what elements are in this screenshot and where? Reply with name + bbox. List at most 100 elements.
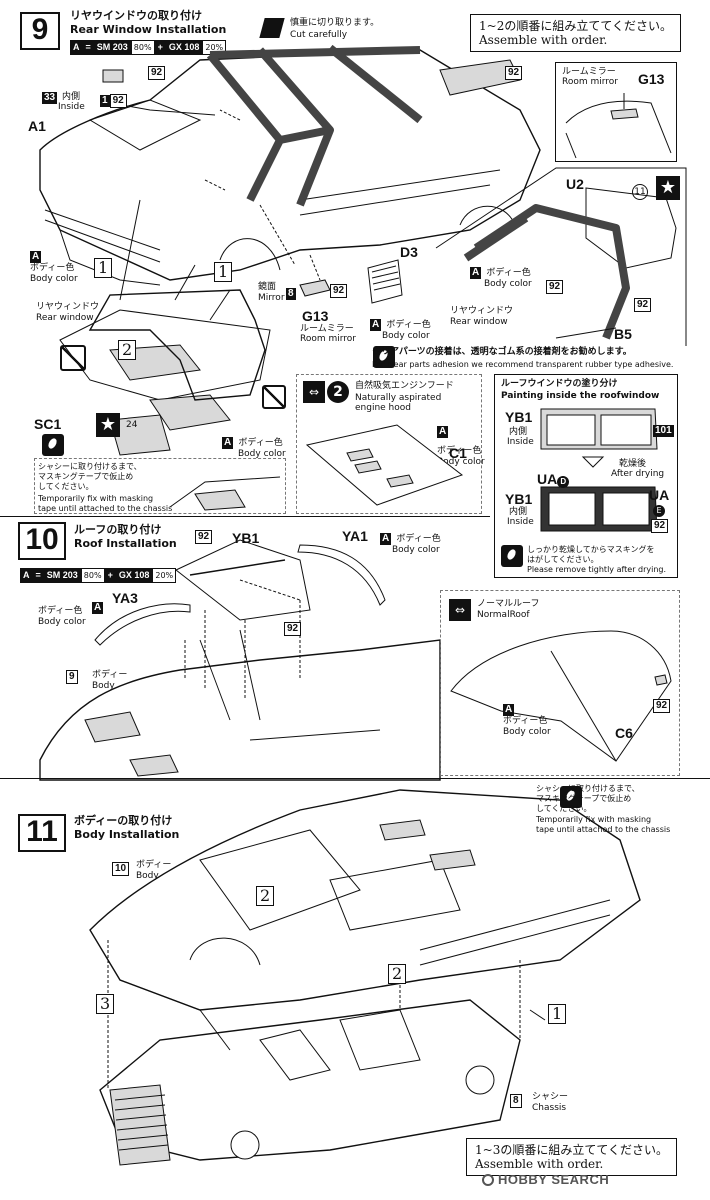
body-ref-9: 9	[66, 670, 78, 684]
u2-rear-window-en: Rear window	[450, 317, 508, 327]
step-ref-11-1: 1	[548, 1004, 567, 1024]
ya3-body-color-a: A	[92, 602, 104, 614]
masking-note-9-ja3: してください。	[38, 482, 94, 491]
masking-note-11-ja2: マスキングテープで仮止め	[536, 794, 632, 803]
order-11-en: Assemble with order.	[475, 1157, 604, 1171]
step-ref-1-right: 1	[214, 262, 233, 282]
step-10-paint-formula: A = SM 203 80% + GX 108 20%	[20, 568, 177, 583]
n92-badge-10-top: 92	[195, 530, 213, 544]
roof-paint-101: 101	[653, 425, 674, 437]
step-10-number: 10	[18, 522, 66, 560]
roof-paint-92: 92	[651, 519, 669, 533]
ya3-body-color-en: Body color	[38, 617, 86, 627]
body-ref-10-ja: ボディー	[136, 860, 172, 870]
order-11-ja: 1~3の順番に組み立ててください。	[475, 1143, 668, 1157]
hood-sketch	[305, 424, 464, 506]
normal-roof-inset: ⇔ ノーマルルーフ NormalRoof A ボディー色 Body color …	[440, 590, 680, 776]
roof-paint-dry-en: After drying	[611, 469, 665, 479]
masking-note-11-ja1: シャシーに取り付けるまで、	[536, 784, 640, 793]
part-ya1: YA1	[342, 528, 368, 544]
formula-color1: SM 203	[93, 40, 131, 55]
n8-badge: 8	[286, 288, 296, 300]
normal-roof-sketch	[450, 630, 672, 762]
room-mirror-inset-part: G13	[638, 71, 665, 87]
roof-paint-brush-icon	[501, 545, 523, 567]
mirror-label-en: Mirror	[258, 293, 285, 303]
part-g13: G13	[302, 308, 329, 324]
room-mirror-inset-sketch	[565, 93, 672, 159]
roof-paint-note-ja1: しっかり乾燥してからマスキングを	[527, 545, 655, 554]
room-mirror-inset-en: Room mirror	[562, 77, 619, 87]
masking-note-9-en1: Temporarily fix with masking	[38, 494, 154, 503]
part-ya3: YA3	[112, 590, 138, 606]
step-ref-11-2a: 2	[256, 886, 275, 906]
clear-parts-note-ja: クリアパーツの接着は、透明なゴム系の接着剤をお勧めします。	[372, 347, 632, 357]
masking-icon-11	[560, 786, 583, 808]
room-mirror-label-en: Room mirror	[300, 334, 357, 344]
sc1-body-color: A ボディー色 Body color	[222, 437, 286, 459]
d3-body-color: A ボディー色 Body color	[370, 319, 431, 341]
step-11-title-en: Body Installation	[74, 828, 180, 841]
normal-roof-body-color: A ボディー色 Body color	[503, 704, 551, 737]
clear-parts-note-en: For clear parts adhesion we recommend tr…	[372, 360, 674, 369]
roof-paint-note-en: Please remove tightly after drying.	[527, 565, 667, 574]
part-a1: A1	[28, 118, 46, 134]
formula-color2: GX 108	[165, 40, 203, 55]
u2-inset: U2 11 ★ A ボディー色 Body color 92 92 リヤウィンドウ…	[435, 167, 687, 346]
mirror-label-ja: 鏡面	[258, 282, 277, 292]
order-ja: 1~2の順番に組み立ててください。	[479, 19, 672, 33]
part-yb1: YB1	[232, 530, 260, 546]
body-ref-10: 10	[112, 862, 130, 876]
paint-brush-icon-sc1	[42, 434, 64, 456]
body-ref-10-en: Body	[136, 871, 159, 881]
step-11-title-ja: ボディーの取り付け	[74, 814, 173, 827]
masking-note-9-ja2: マスキングテープで仮止め	[38, 472, 134, 481]
roof-window-paint-inset: ルーフウインドウの塗り分け Painting inside the roofwi…	[494, 374, 678, 578]
masking-note-9-sketch	[169, 476, 281, 511]
step-11-number: 11	[18, 814, 66, 852]
inside-label-ja: 内側	[62, 92, 81, 102]
roof-paint-uae: E	[653, 505, 665, 517]
body-ref-9-ja: ボディー	[92, 670, 128, 680]
part-b5: B5	[614, 326, 632, 342]
step-ref-11-3: 3	[96, 994, 115, 1014]
n92-badge-u2a: 92	[546, 280, 564, 294]
chassis-ref-8: 8	[510, 1094, 522, 1108]
ya1-body-color: A ボディー色 Body color	[380, 533, 441, 555]
star-icon: ★	[96, 413, 120, 437]
rear-window-label-en: Rear window	[36, 313, 94, 323]
normal-roof-title-en: NormalRoof	[477, 610, 530, 620]
roof-paint-inside-ja2: 内側	[509, 507, 528, 517]
chassis-label-ja: シャシー	[532, 1092, 569, 1102]
watermark-text: HOBBY SEARCH	[498, 1172, 610, 1187]
hood-title-en1: Naturally aspirated	[355, 393, 442, 403]
masking-note-11-en1: Temporarily fix with masking	[536, 815, 652, 824]
hood-body-color: A ボディー色 Body color	[437, 426, 485, 467]
formula-a: A	[70, 40, 83, 55]
swap-icon: ⇔	[303, 381, 325, 403]
room-mirror-inset-ja: ルームミラー	[562, 67, 616, 77]
body-ref-9-en: Body	[92, 681, 115, 691]
roof-paint-note-ja2: はがしてください。	[527, 555, 599, 564]
normal-roof-92: 92	[653, 699, 671, 713]
part-c1: C1	[449, 445, 467, 461]
u2-ref-11: 11	[632, 174, 648, 200]
order-en: Assemble with order.	[479, 33, 608, 47]
n24-label: 24	[126, 420, 138, 430]
prohibited-icon-left	[60, 345, 86, 371]
n33-badge: 33	[42, 92, 58, 104]
roof-paint-sketch-top	[540, 408, 658, 532]
roof-paint-title-ja: ルーフウインドウの塗り分け	[501, 379, 618, 389]
part-c6: C6	[615, 725, 633, 741]
prohibited-icon-right	[262, 385, 286, 409]
masking-note-box-9	[34, 458, 286, 514]
body-color-label-left: A ボディー色 Body color	[30, 251, 78, 284]
roof-paint-inside-ja: 内側	[509, 427, 528, 437]
roof-paint-inside-en: Inside	[507, 437, 534, 447]
masking-note-11-ja3: してください。	[536, 804, 592, 813]
watermark: HOBBY SEARCH	[482, 1172, 609, 1187]
